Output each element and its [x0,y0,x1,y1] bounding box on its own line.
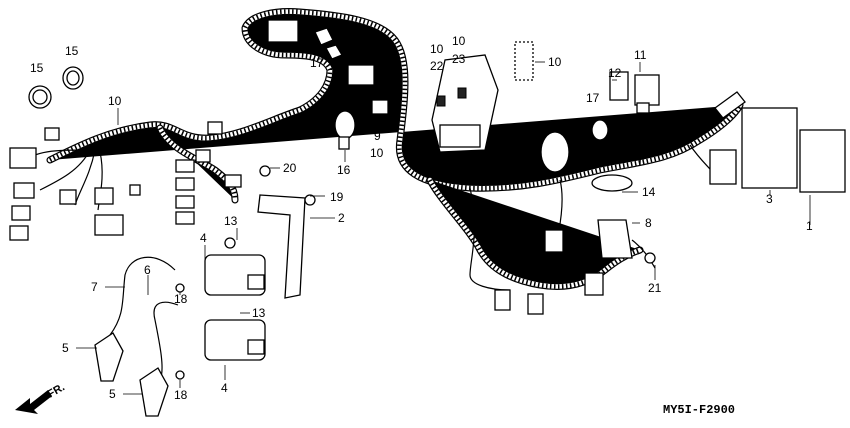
fuse-box [431,41,534,153]
callout-10a: 10 [108,94,122,108]
callout-15b: 15 [65,44,79,58]
callout-4a: 4 [200,231,207,245]
callout-6: 6 [144,263,151,277]
callout-23: 23 [452,52,466,66]
callout-16: 16 [337,163,351,177]
front-direction-arrow: FR. [15,381,67,414]
front-label: FR. [46,381,67,400]
callout-12: 12 [608,66,622,80]
leader-lines [76,61,811,395]
callout-15a: 15 [30,61,44,75]
callout-19: 19 [330,190,344,204]
ignition-parts [94,165,656,417]
callout-9: 9 [374,129,381,143]
callout-21: 21 [648,281,662,295]
callout-17c: 17 [586,91,600,105]
callout-1: 1 [806,219,813,233]
callout-20: 20 [283,161,297,175]
callout-17a: 17 [333,26,347,40]
callout-10e: 10 [548,55,562,69]
callout-3: 3 [766,192,773,206]
callout-4b: 4 [221,381,228,395]
callout-22: 22 [430,59,444,73]
callout-18b: 18 [174,388,188,402]
callout-8: 8 [645,216,652,230]
callout-5b: 5 [109,387,116,401]
top-connectors [267,19,389,150]
callout-11: 11 [634,48,647,62]
callout-13a: 13 [224,214,238,228]
diagram-code: MY5I-F2900 [663,403,735,417]
right-side-parts [494,71,846,315]
callout-labels: 1 2 3 4 4 5 5 6 7 8 9 10 10 10 10 10 11 … [30,26,813,402]
callout-13b: 13 [252,306,266,320]
callout-10d: 10 [452,34,466,48]
callout-2: 2 [338,211,345,225]
callout-10c: 10 [430,42,444,56]
callout-5a: 5 [62,341,69,355]
callout-14: 14 [642,185,656,199]
callout-18a: 18 [174,292,188,306]
callout-17b: 17 [310,56,324,70]
callout-10b: 10 [370,146,384,160]
callout-7: 7 [91,280,98,294]
harness-bands [28,66,84,109]
harness-connectors-left [9,121,242,241]
